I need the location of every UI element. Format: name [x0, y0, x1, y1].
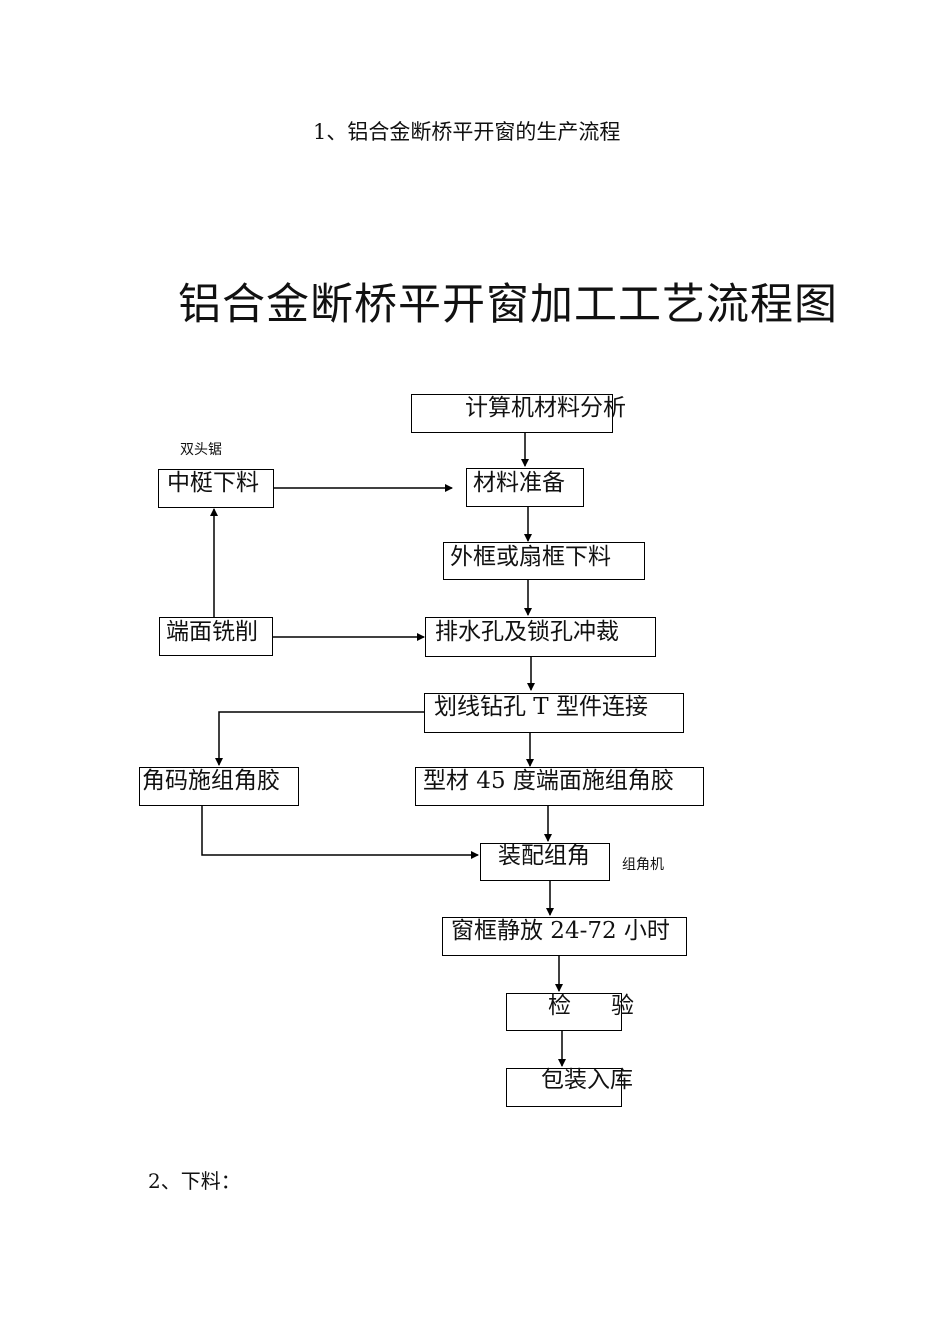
step-box-marking-drilling — [424, 693, 684, 733]
arrow-marking-to-corner-key — [215, 711, 424, 766]
step-box-corner-key-glue — [139, 767, 299, 806]
step-label-material-prep: 材料准备 — [473, 470, 565, 496]
step-label-marking-drilling: 划线钻孔 T 型件连接 — [434, 694, 648, 720]
step-label-corner-key-glue: 角码施组角胶 — [142, 768, 280, 794]
step-box-corner-assembly — [480, 843, 610, 881]
step-box-computer-analysis — [411, 394, 613, 433]
section-heading-2: 2、下料： — [148, 1169, 241, 1193]
step-box-profile-45-glue — [415, 767, 704, 806]
step-label-mullion-cutting: 中梃下料 — [167, 470, 259, 496]
step-label-profile-45-glue: 型材 45 度端面施组角胶 — [423, 768, 674, 794]
step-box-drain-lock-punching — [425, 617, 656, 657]
step-label-corner-assembly: 装配组角 — [498, 843, 590, 869]
step-label-packaging: 包装入库 — [541, 1067, 633, 1093]
step-label-end-milling: 端面铣削 — [166, 619, 258, 645]
step-label-computer-analysis: 计算机材料分析 — [465, 395, 626, 421]
arrow-corner-key-to-assembly — [201, 806, 479, 859]
corner-machine-label: 组角机 — [622, 857, 664, 873]
step-box-packaging — [506, 1068, 622, 1107]
step-box-end-milling — [159, 617, 273, 656]
step-box-inspection — [506, 993, 622, 1031]
step-box-frame-cutting — [443, 542, 645, 580]
step-box-material-prep — [466, 468, 584, 507]
double-head-saw-label: 双头锯 — [180, 442, 222, 458]
step-label-inspection-2: 验 — [611, 993, 634, 1019]
step-box-frame-rest — [442, 917, 687, 956]
flowchart-title: 铝合金断桥平开窗加工工艺流程图 — [178, 280, 838, 330]
step-label-frame-cutting: 外框或扇框下料 — [450, 544, 611, 570]
step-label-inspection-1: 检 — [548, 993, 571, 1019]
step-box-mullion-cutting — [158, 469, 274, 508]
step-label-frame-rest: 窗框静放 24-72 小时 — [451, 918, 670, 944]
step-label-drain-lock-punching: 排水孔及锁孔冲裁 — [435, 619, 619, 645]
section-heading-1: 1、铝合金断桥平开窗的生产流程 — [313, 120, 621, 144]
